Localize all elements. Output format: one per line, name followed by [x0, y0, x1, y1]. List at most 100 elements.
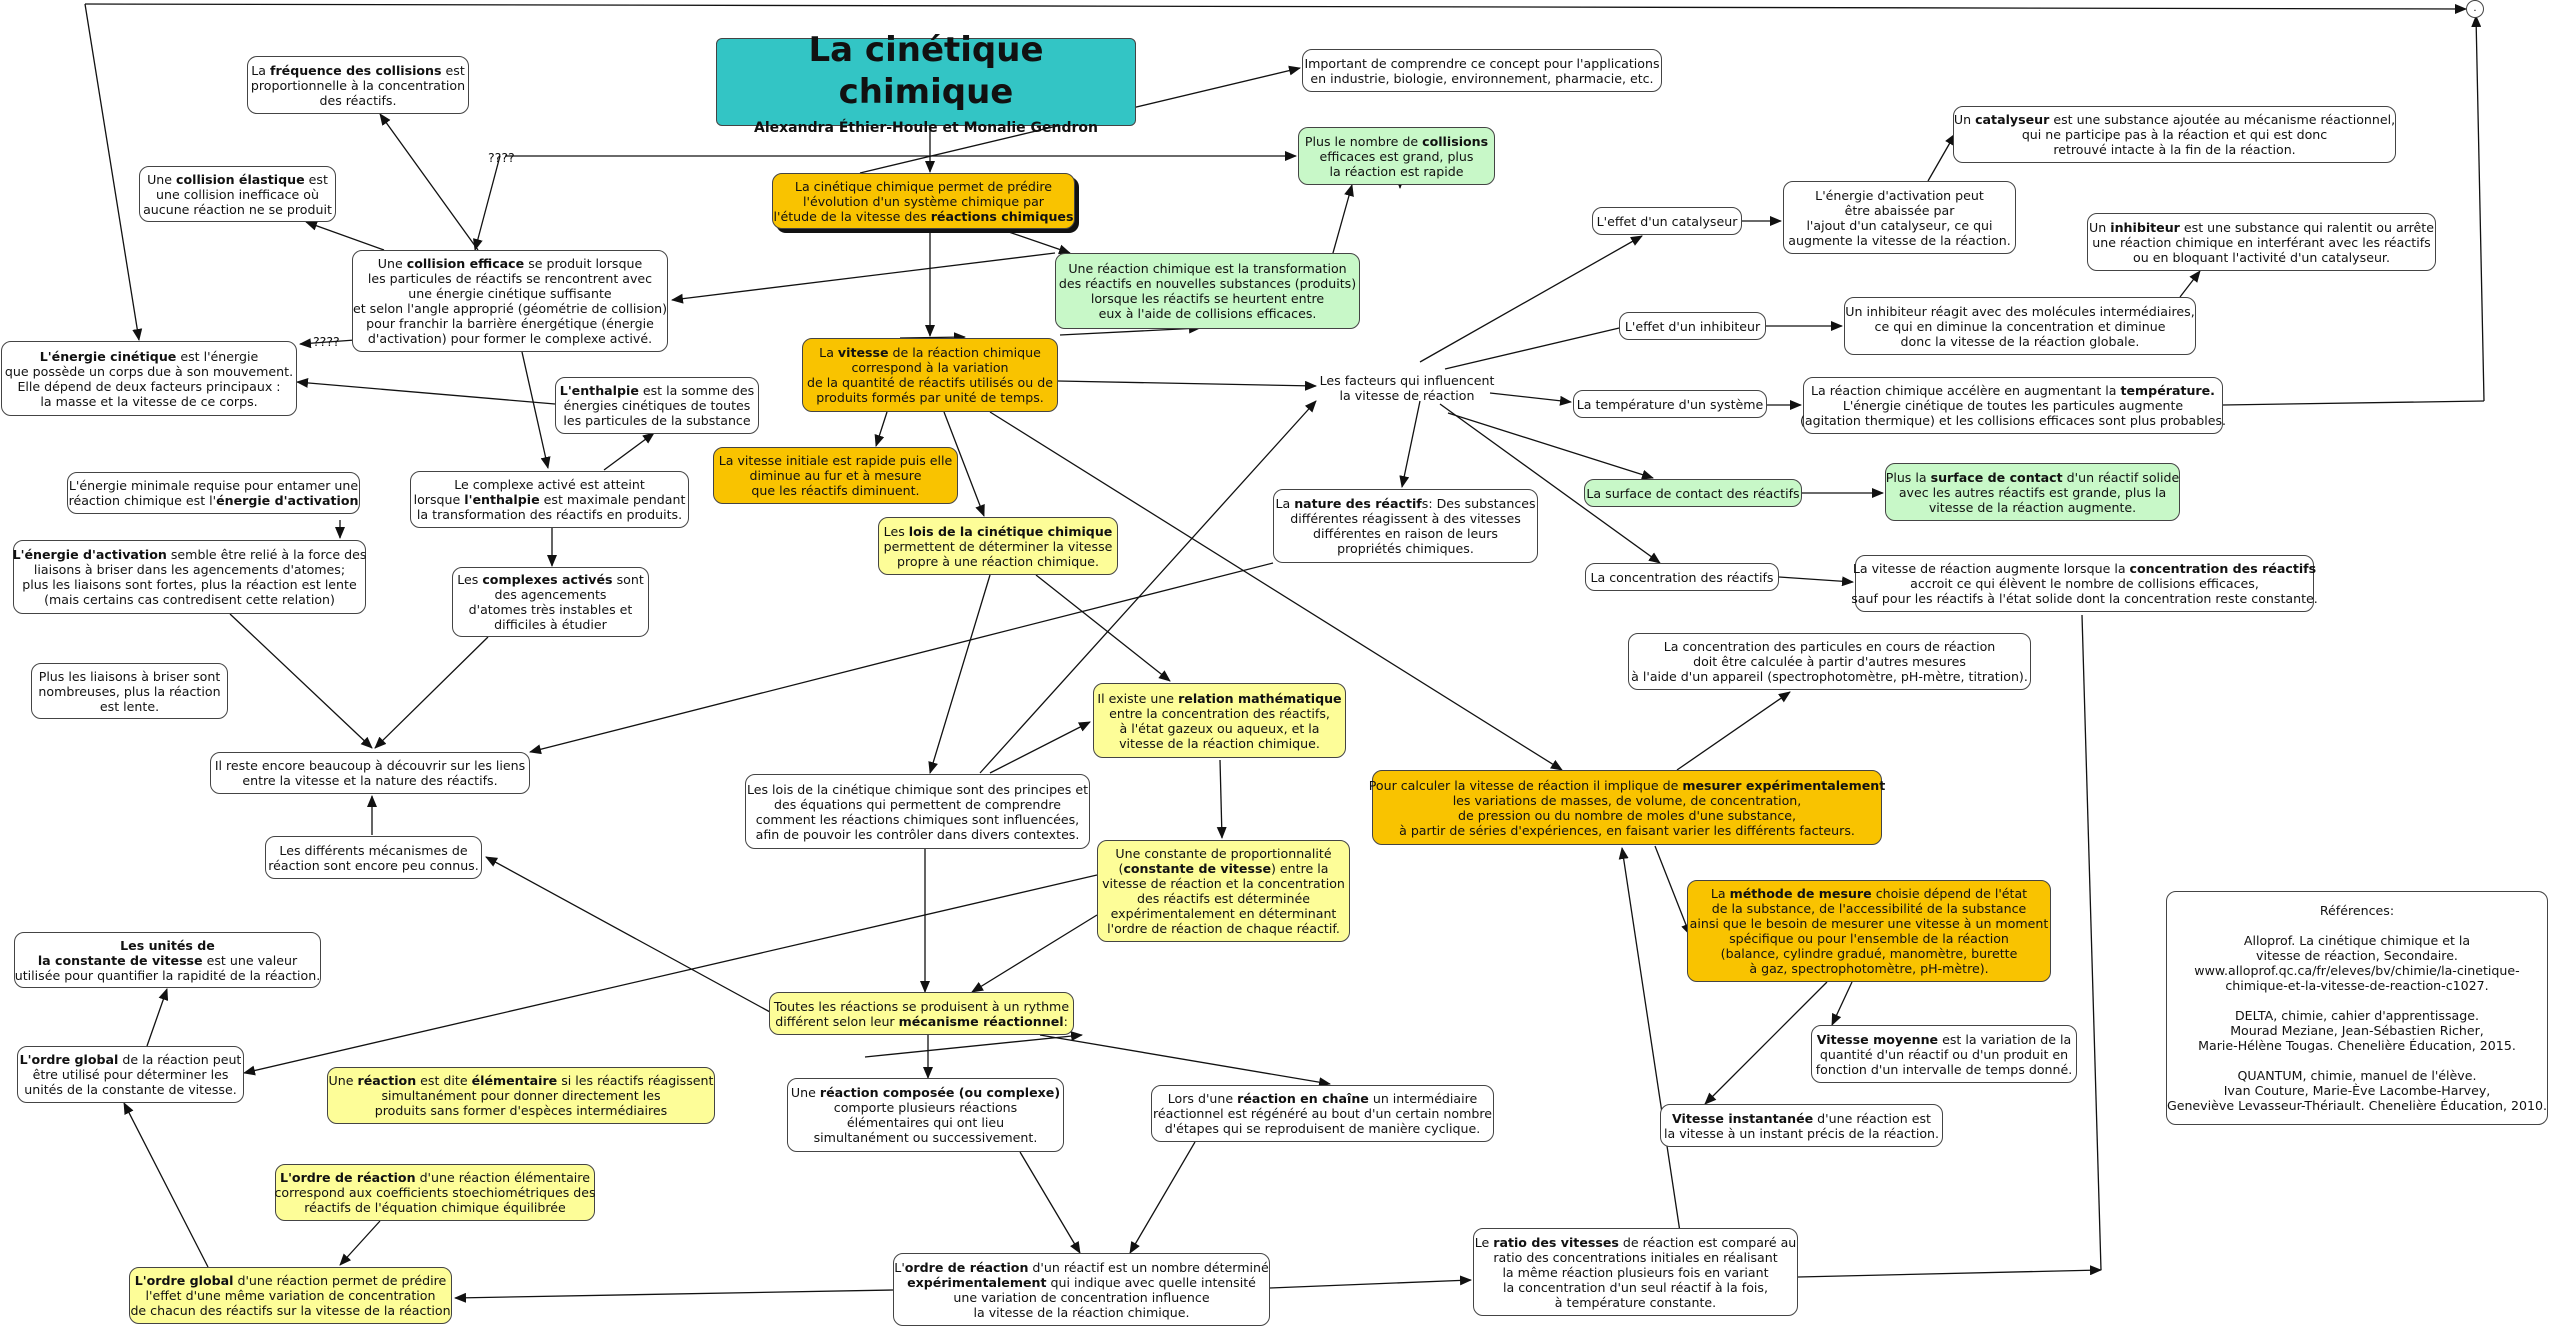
- node-inhibiteur-reaction[interactable]: Un inhibiteur réagit avec des molécules …: [1844, 297, 2196, 355]
- node-reste-decouvrir[interactable]: Il reste encore beaucoup à découvrir sur…: [210, 752, 530, 794]
- node-text-line: fonction d'un intervalle de temps donné.: [1815, 1061, 2073, 1077]
- node-text-line: réaction sont encore peu connus.: [268, 857, 479, 873]
- node-reaction-chaine[interactable]: Lors d'une réaction en chaîne un intermé…: [1151, 1085, 1494, 1142]
- corner-connector-dot[interactable]: .: [2466, 0, 2484, 18]
- node-constante-vitesse[interactable]: Une constante de proportionnalité(consta…: [1097, 840, 1350, 942]
- node-text-line: à partir de séries d'expériences, en fai…: [1399, 822, 1855, 838]
- node-text-line: une collision inefficace où: [156, 186, 319, 202]
- connector-arrow: [521, 351, 551, 469]
- node-ordre-reaction-reactif[interactable]: L'ordre de réaction d'un réactif est un …: [893, 1253, 1270, 1326]
- node-text-line: lorsque l'enthalpie est maximale pendant: [413, 492, 686, 507]
- node-text-line: QUANTUM, chimie, manuel de l'élève.: [2237, 1068, 2477, 1083]
- node-text-line: l'ajout d'un catalyseur, ce qui: [1806, 217, 1993, 233]
- connector-arrow: [1654, 845, 1691, 936]
- connector-arrow: [84, 3, 2467, 14]
- connector-arrow: [305, 221, 385, 251]
- node-text-line: comment les réactions chimiques sont inf…: [755, 811, 1080, 827]
- node-text-line: que les réactifs diminuent.: [751, 483, 920, 498]
- node-collision-efficace[interactable]: Une collision efficace se produit lorsqu…: [352, 250, 668, 352]
- node-effet-inhibiteur[interactable]: L'effet d'un inhibiteur: [1619, 312, 1766, 340]
- node-text-line: lorsque les réactifs se heurtent entre: [1090, 291, 1325, 306]
- connector-arrow: [1489, 392, 1572, 406]
- node-text-line: une variation de concentration influence: [953, 1289, 1210, 1305]
- connector-arrow: [454, 1289, 894, 1303]
- node-ratio-vitesses[interactable]: Le ratio des vitesses de réaction est co…: [1473, 1228, 1798, 1316]
- node-text-line: Un catalyseur est une substance ajoutée …: [1953, 112, 2396, 127]
- node-text-line: (balance, cylindre gradué, manomètre, bu…: [1720, 946, 2018, 961]
- node-lois-definition[interactable]: Les lois de la cinétique chimique sont d…: [745, 774, 1090, 849]
- node-reaction-elementaire[interactable]: Une réaction est dite élémentaire si les…: [327, 1067, 715, 1124]
- node-inhibiteur-definition[interactable]: Un inhibiteur est une substance qui rale…: [2087, 213, 2436, 271]
- connector-arrow: [146, 988, 169, 1047]
- connector-arrow: [979, 400, 1317, 774]
- node-temperature-detail[interactable]: La réaction chimique accélère en augment…: [1800, 377, 2226, 434]
- node-text-line: La vitesse de la réaction chimique: [819, 345, 1041, 360]
- node-text-line: différentes en raison de leurs: [1313, 526, 1498, 541]
- node-text-line: Les unités de: [120, 937, 215, 953]
- node-importance-applications[interactable]: Important de comprendre ce concept pour …: [1302, 49, 1662, 92]
- node-surface-contact[interactable]: La surface de contact des réactifs: [1584, 479, 1802, 507]
- node-text-line: L'énergie d'activation semble être relié…: [12, 547, 367, 562]
- node-concentration-reactifs[interactable]: La concentration des réactifs: [1585, 563, 1779, 591]
- node-transformation-chimique[interactable]: Une réaction chimique est la transformat…: [1055, 253, 1360, 329]
- connector-arrow: [2471, 15, 2485, 402]
- node-methode-mesure[interactable]: La méthode de mesure choisie dépend de l…: [1687, 880, 2051, 982]
- node-text-line: Vitesse instantanée d'une réaction est: [1672, 1110, 1931, 1126]
- node-energie-minimale[interactable]: L'énergie minimale requise pour entamer …: [67, 472, 360, 514]
- node-text-line: des réactifs en nouvelles substances (pr…: [1058, 276, 1357, 291]
- node-text-line: L'ordre de réaction d'une réaction éléme…: [280, 1170, 590, 1185]
- node-concentration-detail[interactable]: La vitesse de réaction augmente lorsque …: [1851, 555, 2318, 612]
- node-reaction-composee[interactable]: Une réaction composée (ou complexe)compo…: [787, 1078, 1064, 1152]
- node-text-line: efficaces est grand, plus: [1319, 148, 1474, 164]
- node-temperature[interactable]: La température d'un système: [1573, 390, 1767, 418]
- node-concentration-particules[interactable]: La concentration des particules en cours…: [1628, 633, 2031, 690]
- node-effet-catalyseur[interactable]: L'effet d'un catalyseur: [1592, 207, 1742, 235]
- node-catalyseur-definition[interactable]: Un catalyseur est une substance ajoutée …: [1953, 106, 2396, 163]
- connector-arrow: [1035, 574, 1171, 682]
- node-text-line: unités de la constante de vitesse.: [24, 1082, 237, 1097]
- node-energie-activation[interactable]: L'énergie d'activation semble être relié…: [13, 540, 366, 614]
- connector-arrow: [999, 228, 1071, 255]
- node-text-line: Plus le nombre de collisions: [1304, 133, 1489, 149]
- node-text-line: Une réaction chimique est la transformat…: [1068, 261, 1347, 276]
- node-ordre-reaction-elementaire[interactable]: L'ordre de réaction d'une réaction éléme…: [274, 1164, 596, 1221]
- node-ordre-global-prediction[interactable]: L'ordre global d'une réaction permet de …: [129, 1267, 452, 1324]
- title-node[interactable]: La cinétique chimique Alexandra Éthier-H…: [716, 30, 1136, 135]
- node-text-line: la réaction est rapide: [1329, 163, 1464, 179]
- node-text-line: La concentration des particules en cours…: [1663, 639, 1996, 654]
- node-mecanisme-reactionnel[interactable]: Toutes les réactions se produisent à un …: [769, 992, 1074, 1035]
- connector-arrow: [2179, 270, 2201, 298]
- node-surface-contact-detail[interactable]: Plus la surface de contact d'un réactif …: [1885, 463, 2180, 521]
- node-text-line: d'étapes qui se reproduisent de manière …: [1164, 1121, 1481, 1136]
- node-text-line: L'énergie d'activation peut: [1815, 187, 1984, 203]
- node-vitesse-initiale[interactable]: La vitesse initiale est rapide puis elle…: [713, 447, 958, 504]
- node-references[interactable]: Références: Alloprof. La cinétique chimi…: [2166, 891, 2548, 1125]
- node-text-line: une énergie cinétique suffisante: [408, 286, 612, 301]
- node-text-line: d'activation) pour former le complexe ac…: [367, 331, 653, 346]
- node-text-line: aucune réaction ne se produit: [143, 201, 332, 217]
- node-text-line: Il reste encore beaucoup à découvrir sur…: [214, 758, 526, 773]
- node-text-line: Alloprof. La cinétique chimique et la: [2243, 933, 2471, 948]
- node-text-line: pour franchir la barrière énergétique (é…: [366, 316, 654, 331]
- node-mesurer-experimentalement[interactable]: Pour calculer la vitesse de réaction il …: [1369, 770, 1885, 845]
